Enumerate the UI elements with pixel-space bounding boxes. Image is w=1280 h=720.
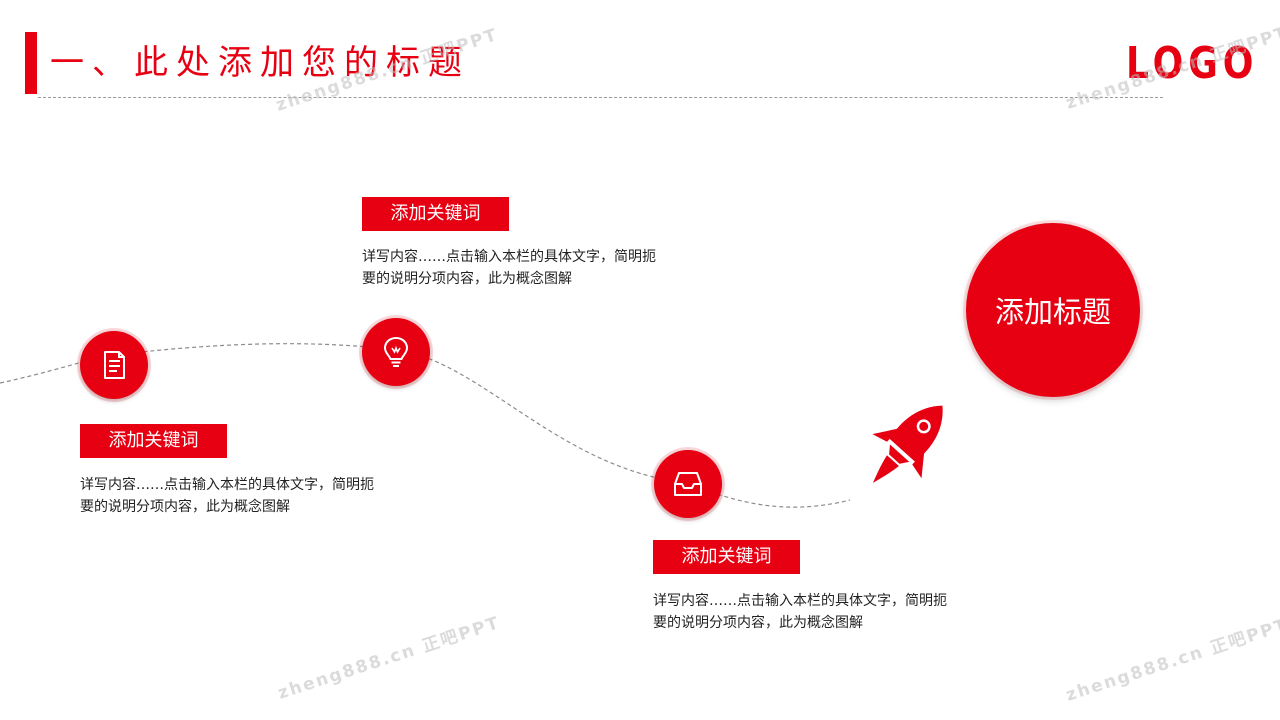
- description-line: 详写内容……点击输入本栏的具体文字，简明扼: [80, 477, 374, 493]
- description-line: 详写内容……点击输入本栏的具体文字，简明扼: [653, 593, 947, 609]
- description-line: 要的说明分项内容，此为概念图解: [80, 499, 290, 515]
- description-line: 详写内容……点击输入本栏的具体文字，简明扼: [362, 249, 656, 265]
- goal-title: 添加标题: [994, 295, 1111, 329]
- title-accent-bar: [25, 32, 37, 94]
- description-line: 要的说明分项内容，此为概念图解: [653, 615, 863, 631]
- lightbulb-icon: [383, 336, 409, 367]
- step-description-2: 详写内容……点击输入本栏的具体文字，简明扼 要的说明分项内容，此为概念图解: [362, 246, 702, 290]
- keyword-tag-1[interactable]: 添加关键词: [80, 424, 227, 458]
- step-node-2[interactable]: [362, 318, 430, 386]
- header-divider: [38, 97, 1163, 98]
- step-node-3[interactable]: [654, 450, 722, 518]
- rocket-icon: [872, 405, 943, 483]
- description-line: 要的说明分项内容，此为概念图解: [362, 271, 572, 287]
- page-title: 一、此处添加您的标题: [50, 43, 470, 83]
- step-description-3: 详写内容……点击输入本栏的具体文字，简明扼 要的说明分项内容，此为概念图解: [653, 590, 993, 634]
- logo: LOGO: [1126, 38, 1259, 89]
- step-description-1: 详写内容……点击输入本栏的具体文字，简明扼 要的说明分项内容，此为概念图解: [80, 474, 420, 518]
- keyword-tag-2[interactable]: 添加关键词: [362, 197, 509, 231]
- goal-title-circle[interactable]: 添加标题: [966, 223, 1140, 397]
- inbox-tray-icon: [674, 472, 702, 496]
- step-node-1[interactable]: [80, 331, 148, 399]
- document-icon: [104, 351, 125, 379]
- keyword-tag-3[interactable]: 添加关键词: [653, 540, 800, 574]
